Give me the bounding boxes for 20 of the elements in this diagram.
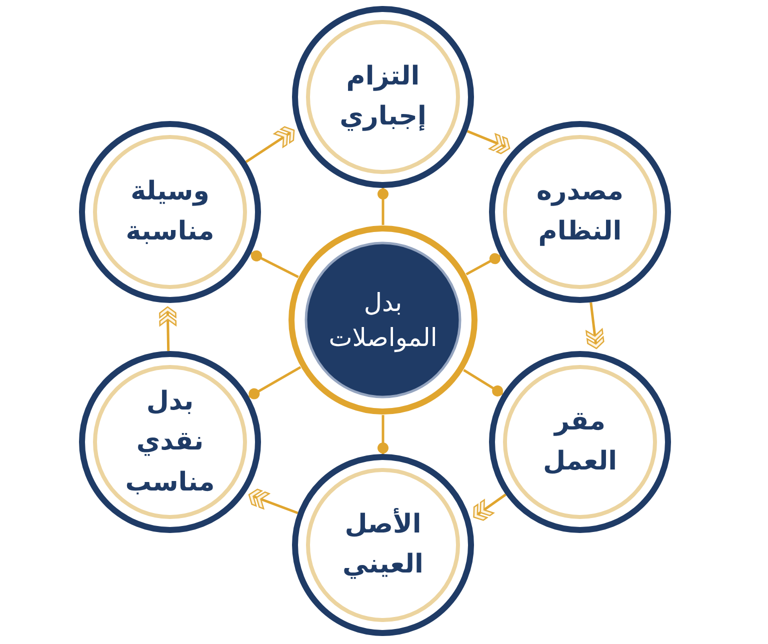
connector-line — [378, 188, 388, 225]
process-circle — [292, 454, 474, 636]
node-text: وسيلة مناسبة — [126, 176, 214, 249]
connector-line — [248, 366, 302, 400]
node-text: بدل نقدي مناسب — [125, 386, 215, 500]
process-circle — [489, 121, 671, 303]
connector-line — [378, 415, 388, 454]
node-text: التزام إجباري — [340, 60, 426, 134]
connector-line — [250, 250, 299, 278]
connector-line — [463, 368, 504, 396]
node-text: بدل المواصلات — [328, 287, 438, 354]
node-text: الأصل العيني — [342, 507, 424, 582]
connector-line — [466, 253, 501, 276]
process-circle — [79, 121, 261, 303]
process-circle — [79, 351, 261, 533]
hub-circle — [288, 225, 478, 415]
node-text: مقر العمل — [543, 406, 617, 479]
node-text: مصدره النظام — [536, 176, 624, 249]
process-circle — [489, 351, 671, 533]
process-circle — [292, 6, 474, 188]
